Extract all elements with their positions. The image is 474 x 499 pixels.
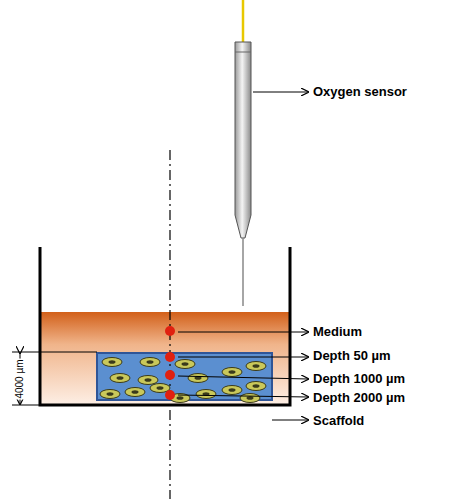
cell-nucleus <box>117 376 124 380</box>
leader-arrow <box>253 92 308 93</box>
cell-nucleus <box>182 362 189 366</box>
cell <box>110 374 130 383</box>
sensor-needle <box>242 238 244 306</box>
callout-label: Scaffold <box>313 413 364 429</box>
cell-nucleus <box>145 378 152 382</box>
cell-nucleus <box>132 390 139 394</box>
cell-nucleus <box>247 396 254 400</box>
cell <box>188 374 208 383</box>
cell <box>175 360 195 369</box>
cell <box>125 388 145 397</box>
leader-arrow <box>272 420 308 421</box>
cell <box>246 382 266 391</box>
sensor-body <box>235 42 251 238</box>
cell <box>196 390 216 399</box>
medium-fill <box>41 312 289 404</box>
cell-nucleus <box>253 364 260 368</box>
measure-point <box>165 326 175 336</box>
measure-point <box>165 370 175 380</box>
cell-nucleus <box>147 360 154 364</box>
cell <box>100 390 120 399</box>
dimension-line <box>12 405 40 406</box>
cell <box>140 358 160 367</box>
cell-nucleus <box>177 396 184 400</box>
callout-label: Oxygen sensor <box>313 84 407 100</box>
leader-arrow <box>178 357 308 358</box>
cell-nucleus <box>253 384 260 388</box>
cell-nucleus <box>229 370 236 374</box>
callout-label: Depth 50 µm <box>313 348 391 364</box>
cell <box>222 368 242 377</box>
sensor-ring <box>235 52 251 53</box>
cell <box>240 394 260 403</box>
measure-point <box>165 352 175 362</box>
beaker <box>40 247 290 405</box>
callout-label: Medium <box>313 324 362 340</box>
dimension-label: 4000 µm <box>14 358 26 399</box>
cell-nucleus <box>107 392 114 396</box>
leader-arrow <box>178 395 308 397</box>
cell <box>222 386 242 395</box>
callout-label: Depth 1000 µm <box>313 371 405 387</box>
callout-label: Depth 2000 µm <box>313 390 405 406</box>
center-line <box>169 150 170 499</box>
cell <box>138 376 158 385</box>
leader-arrow <box>178 376 308 379</box>
leader-arrow <box>178 332 308 333</box>
dimension-line <box>12 352 97 353</box>
sensor-cable <box>242 0 245 42</box>
cell <box>102 358 122 367</box>
cell-nucleus <box>157 386 164 390</box>
cell-nucleus <box>109 360 116 364</box>
measure-point <box>165 390 175 400</box>
cell-nucleus <box>229 388 236 392</box>
cell <box>246 362 266 371</box>
